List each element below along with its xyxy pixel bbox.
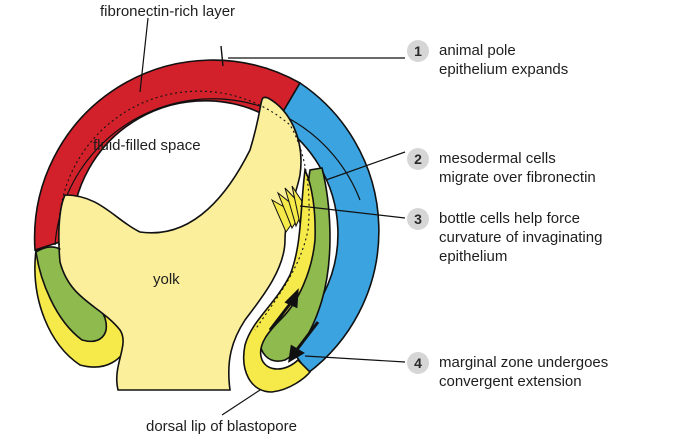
step-line: bottle cells help force [439, 209, 602, 228]
dorsal-lip-label: dorsal lip of blastopore [146, 417, 297, 436]
step-description: bottle cells help force curvature of inv… [439, 209, 602, 266]
step-number-badge: 4 [407, 352, 429, 374]
step-line: animal pole [439, 41, 568, 60]
step-number-badge: 1 [407, 40, 429, 62]
step-line: marginal zone undergoes [439, 353, 608, 372]
step-line: epithelium expands [439, 60, 568, 79]
fluid-space-label: fluid-filled space [93, 136, 201, 155]
step-number-badge: 2 [407, 148, 429, 170]
step-line: epithelium [439, 247, 602, 266]
step-description: marginal zone undergoes convergent exten… [439, 353, 608, 391]
step-description: mesodermal cells migrate over fibronecti… [439, 149, 596, 187]
yolk-label: yolk [153, 270, 180, 289]
step-number-badge: 3 [407, 208, 429, 230]
fibronectin-layer-label: fibronectin-rich layer [100, 2, 235, 21]
step-line: curvature of invaginating [439, 228, 602, 247]
step-line: mesodermal cells [439, 149, 596, 168]
step-description: animal pole epithelium expands [439, 41, 568, 79]
step-line: migrate over fibronectin [439, 168, 596, 187]
step-line: convergent extension [439, 372, 608, 391]
